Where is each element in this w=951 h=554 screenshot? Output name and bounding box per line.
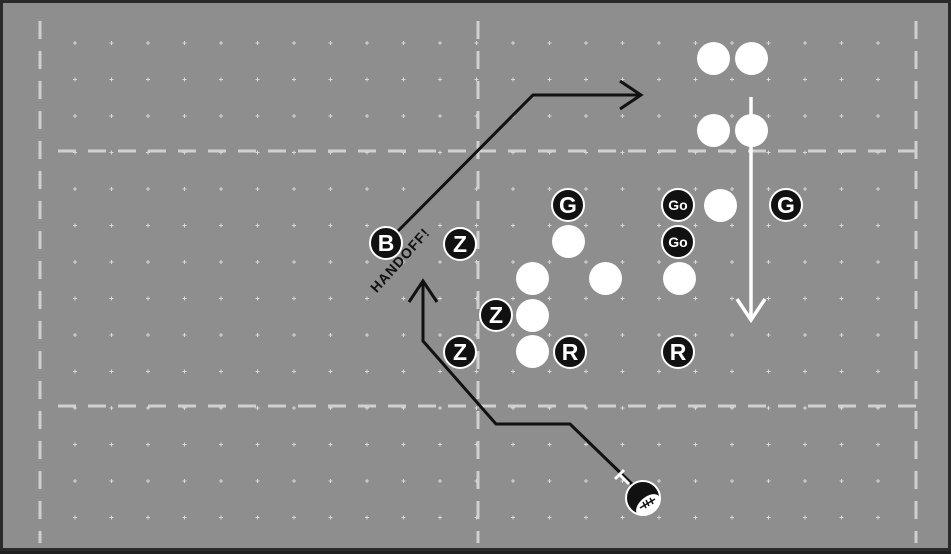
player-b: B: [369, 226, 403, 260]
route-handoff: [421, 283, 635, 487]
defender: [663, 262, 696, 295]
defender: [516, 335, 549, 368]
defender: [589, 262, 622, 295]
football-icon: [613, 468, 661, 516]
player-go: Go: [661, 225, 695, 259]
route-b-deep: [394, 93, 641, 235]
defender: [697, 114, 730, 147]
player-r: R: [661, 335, 695, 369]
player-z: Z: [443, 227, 477, 261]
field-lines: [38, 21, 918, 543]
defender: [735, 42, 768, 75]
defender: [516, 262, 549, 295]
field: [38, 21, 918, 543]
arrowhead-icon: [407, 278, 439, 303]
player-r: R: [553, 335, 587, 369]
defender: [697, 42, 730, 75]
arrowhead-icon: [619, 79, 644, 111]
player-z: Z: [443, 335, 477, 369]
player-g: G: [551, 188, 585, 222]
defender: [735, 114, 768, 147]
arrowhead-icon: [735, 298, 767, 324]
player-go: Go: [661, 188, 695, 222]
field-dot-grid: [73, 41, 880, 520]
player-z: Z: [479, 298, 513, 332]
defender: [704, 189, 737, 222]
defender: [516, 299, 549, 332]
defender: [552, 225, 585, 258]
player-g: G: [769, 188, 803, 222]
